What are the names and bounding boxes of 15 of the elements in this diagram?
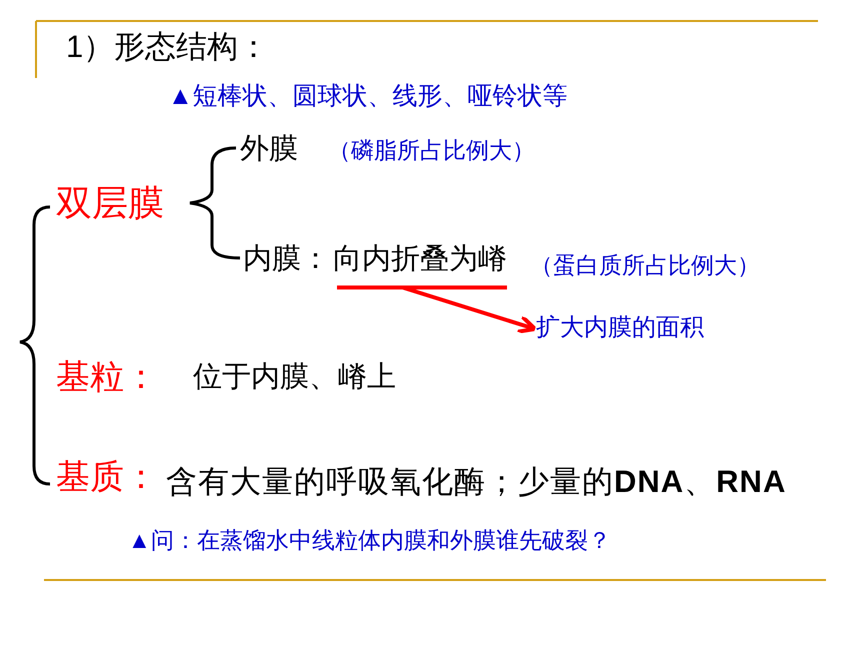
note-text: ▲短棒状、圆球状、线形、哑铃状等 [168, 81, 568, 112]
node-text: 外膜 [240, 128, 298, 172]
node-text: 内膜： [243, 238, 330, 282]
node-text: 向内折叠为嵴 [333, 238, 507, 282]
heading-text: 双层膜 [56, 176, 164, 230]
heading-text: 基粒： [56, 352, 158, 403]
annotation-text: （蛋白质所占比例大） [530, 251, 760, 280]
annotation-text: （磷脂所占比例大） [328, 136, 535, 165]
arrow [335, 286, 538, 334]
title: 1）形态结构： [66, 28, 270, 66]
note-text: ▲问：在蒸馏水中线粒体内膜和外膜谁先破裂？ [128, 526, 611, 555]
heading-text: 基质： [56, 452, 158, 503]
node-text: 含有大量的呼吸氧化酶；少量的DNA、RNA [166, 459, 786, 506]
node-text: 位于内膜、嵴上 [193, 356, 396, 400]
node-text: 扩大内膜的面积 [536, 310, 704, 346]
